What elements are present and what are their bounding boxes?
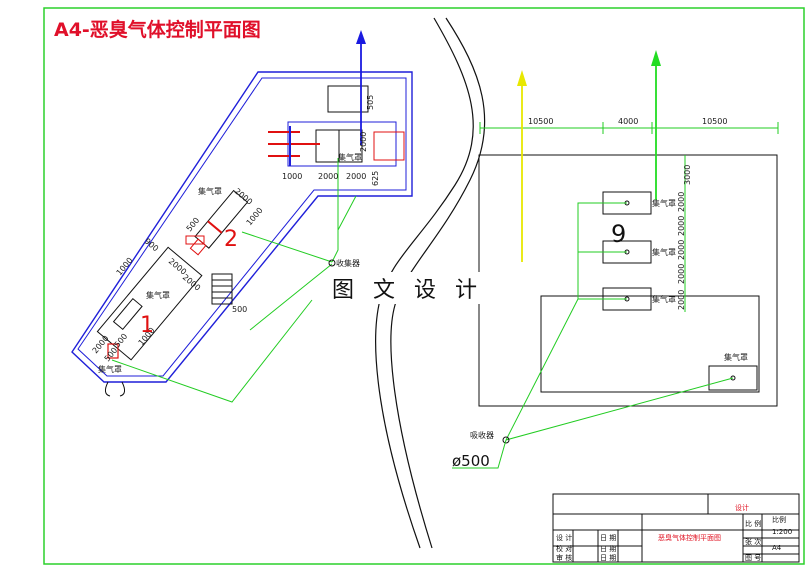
dim-label: 2000 (318, 172, 338, 181)
title-block-right-label: 图 号 (745, 554, 761, 562)
river-line-right (390, 17, 486, 549)
top-dim: 10500 (702, 117, 727, 126)
absorber-node (502, 436, 510, 444)
vert-dim: 2000 (677, 240, 686, 260)
dim-label: 2000 (346, 172, 366, 181)
exhaust-arrow-blue (356, 30, 366, 44)
drawing-border (43, 7, 805, 565)
dim-label: 500 (232, 305, 247, 314)
vert-dim: 2000 (677, 264, 686, 284)
entrance-door (104, 381, 126, 397)
title-block-row-label: 设 计 (556, 533, 572, 542)
pipe-diameter-label: ø500 (452, 452, 490, 470)
collector-node-left (328, 259, 336, 267)
collector-label: 收集器 (336, 258, 360, 268)
dim-label: 500 (113, 332, 130, 349)
dim-label: 2000 (233, 187, 254, 207)
title-block-mid-label: 日 期 (600, 545, 616, 553)
right-site-plan: 10500 4000 10500 3000 2000 2000 2000 200… (452, 50, 779, 470)
unit-number-2: 2 (224, 227, 238, 252)
dim-label: 625 (371, 171, 380, 186)
title-block: 设计 恶臭气体控制平面图 比例 1:200 A4 设 计 校 对 审 核 日 期… (552, 493, 800, 563)
hood-label: 集气罩 (338, 152, 362, 162)
title-block-drawing-name: 恶臭气体控制平面图 (658, 533, 721, 542)
hood-label: 集气罩 (652, 198, 676, 208)
building-wall-inner (77, 77, 407, 377)
vert-dim: 2000 (677, 216, 686, 236)
title-block-header: 设计 (735, 503, 749, 512)
title-block-size: A4 (772, 544, 782, 552)
unit-number-9: 9 (611, 220, 626, 248)
title-block-scale-label: 比例 (772, 515, 786, 524)
workshop-room (96, 246, 203, 361)
dim-label: 2000 (359, 132, 368, 152)
duct-line-3 (249, 263, 333, 331)
title-block-row-label: 校 对 (556, 544, 572, 553)
left-site-plan: 1000 2000 2000 625 505 2000 500 1000 200… (71, 30, 413, 403)
river-line-left (375, 17, 474, 549)
hood-label: 集气罩 (198, 186, 222, 196)
dim-label: 500 (185, 216, 202, 233)
top-dim: 10500 (528, 117, 553, 126)
inner-building (540, 295, 760, 393)
title-block-right-label: 张 次 (745, 537, 761, 546)
stairs (211, 273, 233, 305)
unit-number-1: 1 (140, 313, 154, 338)
watermark-text: 图 文 设 计 (332, 278, 483, 303)
hood-label: 集气罩 (98, 364, 122, 374)
site-boundary (478, 154, 778, 407)
hood-label: 集气罩 (652, 247, 676, 257)
title-block-mid-label: 日 期 (600, 554, 616, 562)
dim-label: 2000 (181, 273, 202, 293)
title-block-scale: 1:200 (772, 528, 792, 536)
dim-label: 900 (143, 237, 160, 254)
title-block-right-label: 比 例 (745, 519, 761, 528)
vert-dim: 3000 (683, 165, 692, 185)
dim-label: 505 (366, 95, 375, 110)
top-dim: 4000 (618, 117, 638, 126)
title-block-mid-label: 日 期 (600, 534, 616, 542)
building-wall-outer (71, 71, 413, 383)
duct-line-1 (331, 158, 339, 263)
hood-label: 集气罩 (146, 290, 170, 300)
equipment-box-top (327, 85, 369, 113)
dim-label: 1000 (115, 256, 135, 277)
duct-line-2 (241, 231, 333, 263)
duct-line-4 (111, 299, 313, 403)
dim-label: 1000 (282, 172, 302, 181)
dim-label: 1000 (245, 206, 265, 227)
vert-dim: 2000 (677, 290, 686, 310)
hood-label: 集气罩 (724, 352, 748, 362)
equipment-unit-1 (107, 343, 119, 359)
hood-label: 集气罩 (652, 294, 676, 304)
vert-dim: 2000 (677, 192, 686, 212)
hood-box-4 (708, 365, 758, 391)
drawing-title: A4-恶臭气体控制平面图 (54, 18, 261, 41)
absorber-label: 吸收器 (470, 430, 494, 440)
duct-manifold (577, 202, 627, 300)
title-block-row-label: 审 核 (556, 553, 572, 562)
